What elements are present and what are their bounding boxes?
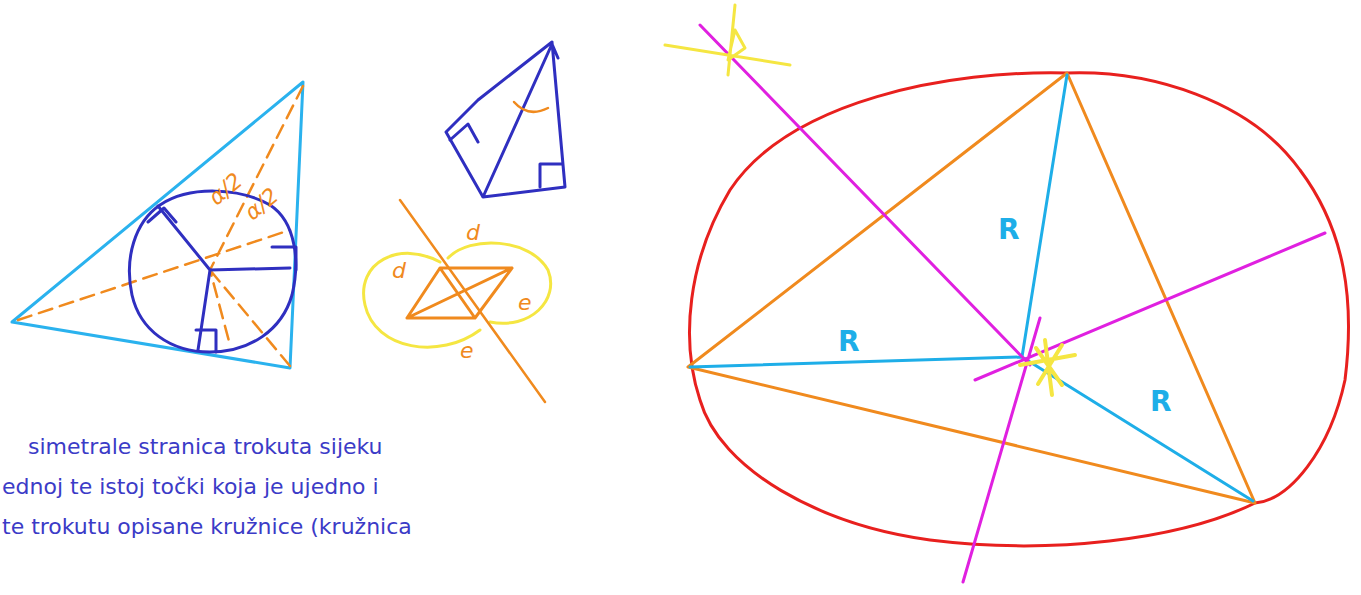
radius-label: R (838, 328, 860, 356)
side-label: d (392, 260, 406, 282)
theorem-text: simetrale stranica trokuta sijeku (28, 436, 383, 458)
angle-arc (514, 102, 548, 112)
right-angle-mark (148, 208, 296, 352)
theorem-text: te trokutu opisane kružnice (kružnica (2, 516, 412, 538)
angle-bisector (18, 86, 303, 366)
rhombus-outline (407, 268, 512, 318)
radius-label: R (998, 216, 1020, 244)
angle-label: α/2 (205, 169, 247, 209)
angle-label: α/2 (241, 184, 283, 224)
side-label: d (466, 222, 480, 244)
rhombus-figure (364, 200, 551, 402)
kite-figure (446, 42, 565, 197)
triangle-outline (688, 73, 1255, 503)
inradius (158, 206, 290, 350)
symmetry-line (400, 200, 545, 402)
star-mark (1020, 340, 1075, 395)
right-angle-mark (450, 124, 562, 187)
radius-label: R (1150, 388, 1172, 416)
side-label: e (518, 292, 532, 314)
theorem-text: ednoj te istoj točki koja je ujedno i (2, 476, 379, 498)
perpendicular-bisector (700, 25, 1325, 582)
incircle-figure (12, 82, 303, 368)
star-mark (665, 5, 790, 75)
kite-outline (446, 42, 565, 197)
circumradius (690, 75, 1253, 501)
side-label: e (460, 340, 474, 362)
triangle-outline (12, 82, 303, 368)
incircle (129, 191, 295, 352)
circumcircle (690, 73, 1349, 546)
construction-arc (364, 243, 551, 347)
circumcircle-figure (665, 5, 1349, 582)
